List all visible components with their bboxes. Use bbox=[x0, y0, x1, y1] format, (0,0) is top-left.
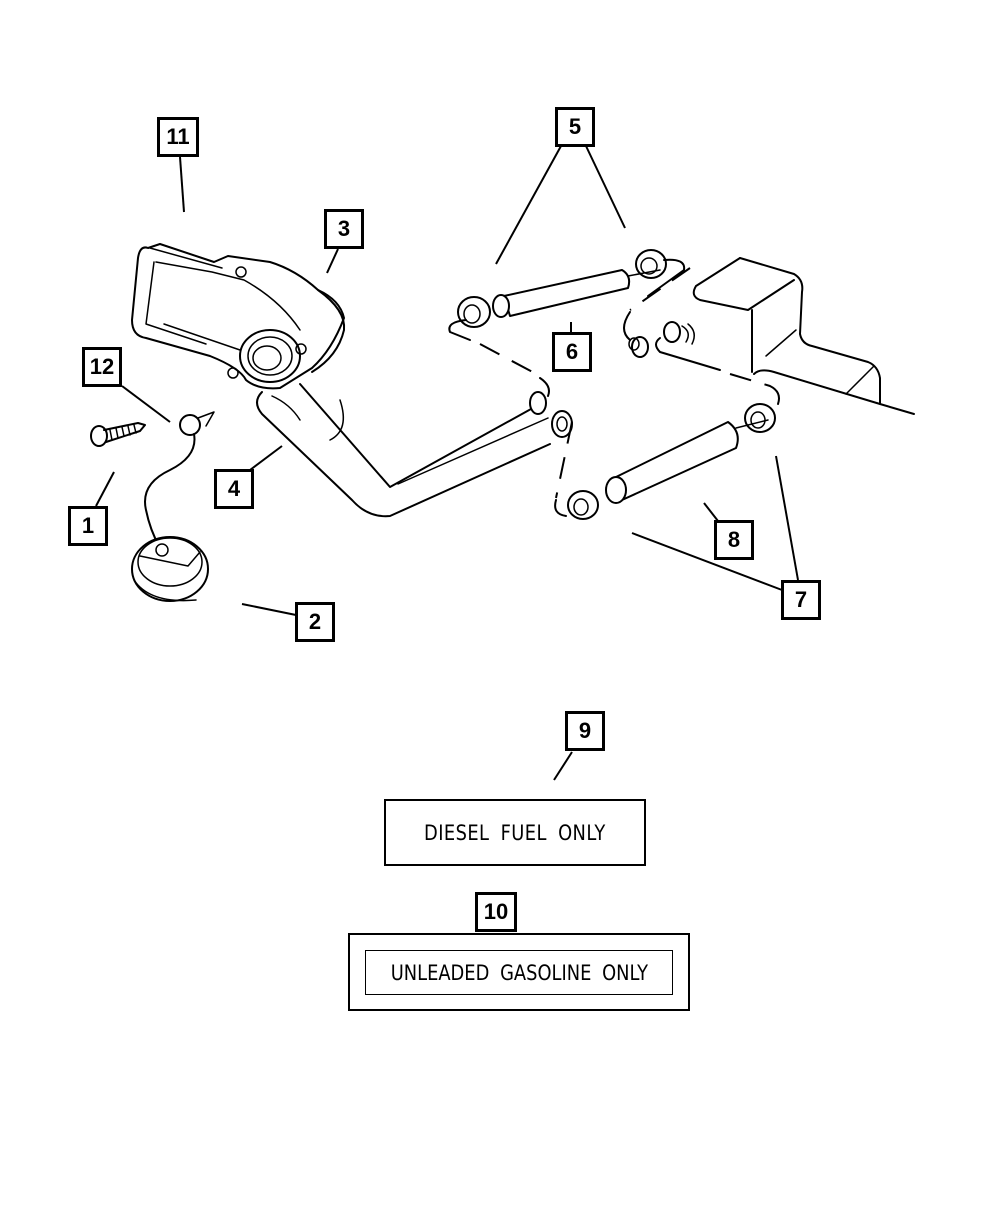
leader-2 bbox=[241, 603, 297, 616]
upper-hose-drawing bbox=[448, 249, 686, 397]
callout-8[interactable]: 8 bbox=[714, 520, 754, 560]
leader-lines bbox=[95, 145, 799, 781]
callout-4[interactable]: 4 bbox=[214, 469, 254, 509]
fuel-cap-drawing bbox=[131, 411, 215, 602]
diesel-fuel-decal: DIESEL FUEL ONLY bbox=[384, 799, 646, 866]
leader-3 bbox=[326, 248, 339, 274]
callout-12[interactable]: 12 bbox=[82, 347, 122, 387]
unleaded-gasoline-decal: UNLEADED GASOLINE ONLY bbox=[348, 933, 690, 1011]
lower-hose-drawing bbox=[554, 403, 776, 520]
callout-11[interactable]: 11 bbox=[157, 117, 199, 157]
leader-1 bbox=[95, 471, 115, 507]
leader-12 bbox=[121, 385, 171, 423]
callout-7[interactable]: 7 bbox=[781, 580, 821, 620]
filler-housing-drawing bbox=[131, 243, 346, 390]
leader-5a bbox=[495, 145, 562, 265]
fuel-tank-drawing bbox=[623, 257, 915, 415]
leader-4 bbox=[249, 445, 283, 471]
leader-5b bbox=[585, 145, 626, 229]
leader-7b bbox=[775, 455, 799, 581]
callout-5[interactable]: 5 bbox=[555, 107, 595, 147]
leader-11 bbox=[179, 156, 185, 213]
filler-tube-drawing bbox=[256, 383, 573, 518]
callout-9[interactable]: 9 bbox=[565, 711, 605, 751]
unleaded-decal-inner-border: UNLEADED GASOLINE ONLY bbox=[365, 950, 673, 995]
leader-7a bbox=[631, 532, 783, 591]
leader-9 bbox=[553, 751, 573, 781]
callout-3[interactable]: 3 bbox=[324, 209, 364, 249]
callout-1[interactable]: 1 bbox=[68, 506, 108, 546]
screw-drawing bbox=[90, 422, 146, 447]
callout-6[interactable]: 6 bbox=[552, 332, 592, 372]
callout-10[interactable]: 10 bbox=[475, 892, 517, 932]
callout-2[interactable]: 2 bbox=[295, 602, 335, 642]
unleaded-decal-text: UNLEADED GASOLINE ONLY bbox=[390, 960, 648, 985]
diesel-decal-text: DIESEL FUEL ONLY bbox=[424, 820, 606, 845]
leader-8 bbox=[703, 502, 719, 522]
